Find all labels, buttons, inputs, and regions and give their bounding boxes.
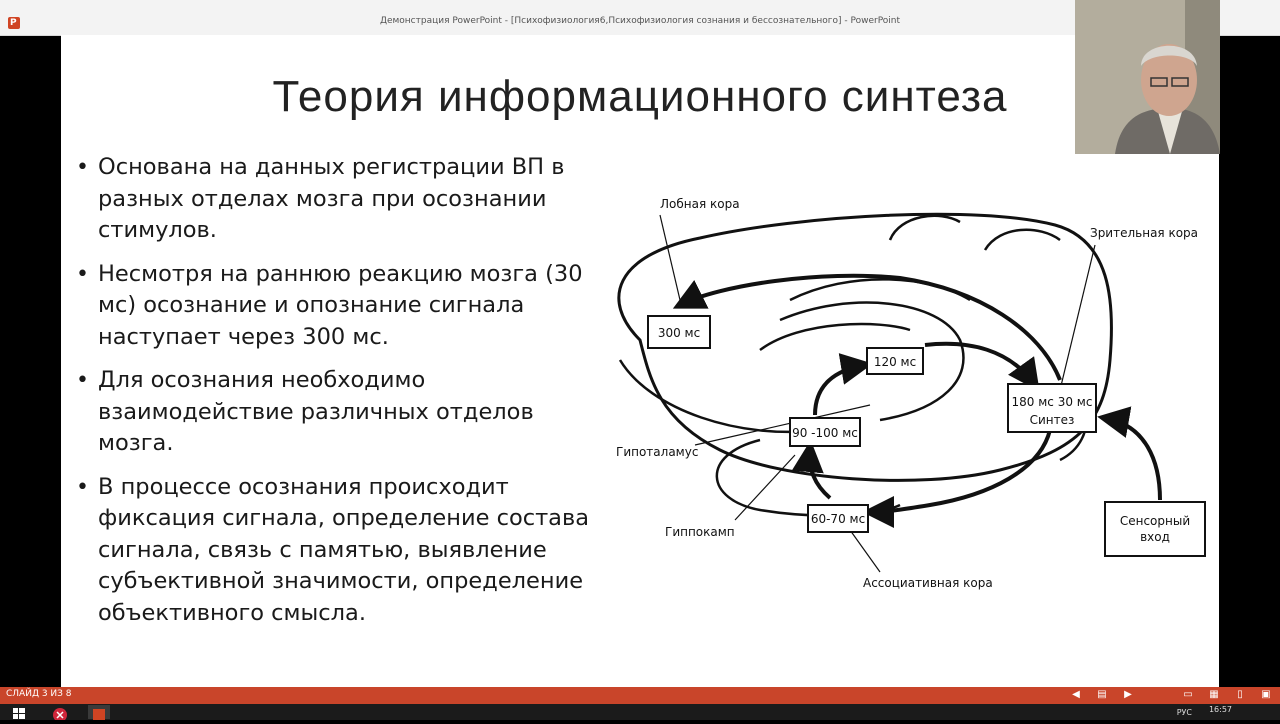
box-synthesis xyxy=(1007,383,1097,433)
arrow-sensory-to-synthesis xyxy=(1097,406,1162,501)
slide-menu-icon[interactable]: ▤ xyxy=(1097,689,1107,700)
pointer-visual xyxy=(1059,244,1096,391)
window-titlebar: P Демонстрация PowerPoint - [Психофизиол… xyxy=(0,0,1280,36)
presenter-silhouette xyxy=(1075,0,1220,154)
bullet-item: Несмотря на раннюю реакцию мозга (30 мс)… xyxy=(72,259,612,354)
slide-title: Теория информационного синтеза xyxy=(272,72,1008,121)
powerpoint-icon[interactable]: P xyxy=(8,17,20,29)
inner-contour xyxy=(779,301,965,422)
arrow-synthesis-to-6070 xyxy=(862,429,1052,528)
presenter-webcam xyxy=(1075,0,1220,154)
box-synthesis-line1: 180 мс 30 мс xyxy=(1012,395,1093,409)
label-hypothalamus: Гипоталамус xyxy=(616,445,698,459)
box-sensory-line1: Сенсорный xyxy=(1120,514,1190,528)
brain-outline xyxy=(617,212,1113,482)
language-indicator[interactable]: РУС xyxy=(1176,708,1192,717)
reading-view-icon[interactable]: ▯ xyxy=(1237,689,1243,700)
box-60-70ms xyxy=(807,504,869,533)
normal-view-icon[interactable]: ▭ xyxy=(1183,689,1193,700)
window-title: Демонстрация PowerPoint - [Психофизиолог… xyxy=(379,16,901,26)
box-120ms xyxy=(866,347,924,375)
arrow-90-to-120 xyxy=(813,353,873,416)
bullet-item: Основана на данных регистрации ВП в разн… xyxy=(72,152,612,247)
status-controls: ◀ ▤ ▶ ▭ ▦ ▯ ▣ xyxy=(1070,689,1272,701)
pointer-associative xyxy=(849,529,881,573)
label-associative-cortex: Ассоциативная кора xyxy=(863,576,993,590)
box-sensory-line2: вход xyxy=(1140,530,1170,544)
next-slide-icon[interactable]: ▶ xyxy=(1124,689,1132,700)
box-90-100ms-label: 90 -100 мс xyxy=(792,426,858,440)
bullet-item: В процессе осознания происходит фиксация… xyxy=(72,472,612,630)
bullet-item: Для осознания необходимо взаимодействие … xyxy=(72,365,612,460)
slide-counter: СЛАЙД 3 ИЗ 8 xyxy=(6,689,72,699)
inner-contour xyxy=(789,278,971,302)
box-120ms-label: 120 мс xyxy=(874,355,916,369)
previous-slide-icon[interactable]: ◀ xyxy=(1072,689,1080,700)
arrow-6070-to-90 xyxy=(791,440,832,500)
bullet-list: Основана на данных регистрации ВП в разн… xyxy=(72,152,612,641)
label-hippocampus: Гиппокамп xyxy=(665,525,735,539)
label-visual-cortex: Зрительная кора xyxy=(1090,226,1198,240)
taskbar-clock[interactable]: 16:57 xyxy=(1208,705,1232,714)
information-synthesis-diagram: 300 мс 120 мс 90 -100 мс 180 мс 30 мс Си… xyxy=(616,197,1206,590)
powerpoint-taskbar-icon[interactable] xyxy=(88,705,110,720)
box-300ms xyxy=(647,315,711,349)
inner-contour xyxy=(983,228,1061,251)
box-60-70ms-label: 60-70 мс xyxy=(811,512,865,526)
slide-sorter-icon[interactable]: ▦ xyxy=(1209,689,1219,700)
inner-contour xyxy=(759,322,911,352)
presenter-statusbar: СЛАЙД 3 ИЗ 8 ◀ ▤ ▶ ▭ ▦ ▯ ▣ xyxy=(0,687,1280,704)
windows-start-icon[interactable] xyxy=(12,705,26,719)
label-frontal-cortex: Лобная кора xyxy=(660,197,740,211)
close-app-icon[interactable] xyxy=(52,705,68,722)
pointer-hypothalamus xyxy=(694,404,871,446)
inner-contour xyxy=(888,214,961,241)
pointer-frontal xyxy=(659,214,681,301)
box-synthesis-line2: Синтез xyxy=(1030,413,1075,427)
pointer-hippocampus xyxy=(734,454,796,521)
box-sensory-input xyxy=(1104,501,1206,557)
windows-taskbar: РУС 16:57 xyxy=(0,704,1280,722)
slideshow-icon[interactable]: ▣ xyxy=(1261,689,1271,700)
box-300ms-label: 300 мс xyxy=(658,326,700,340)
box-90-100ms xyxy=(789,417,861,447)
arrow-synthesis-to-300 xyxy=(672,273,1062,381)
arrow-120-to-synthesis xyxy=(924,341,1040,392)
